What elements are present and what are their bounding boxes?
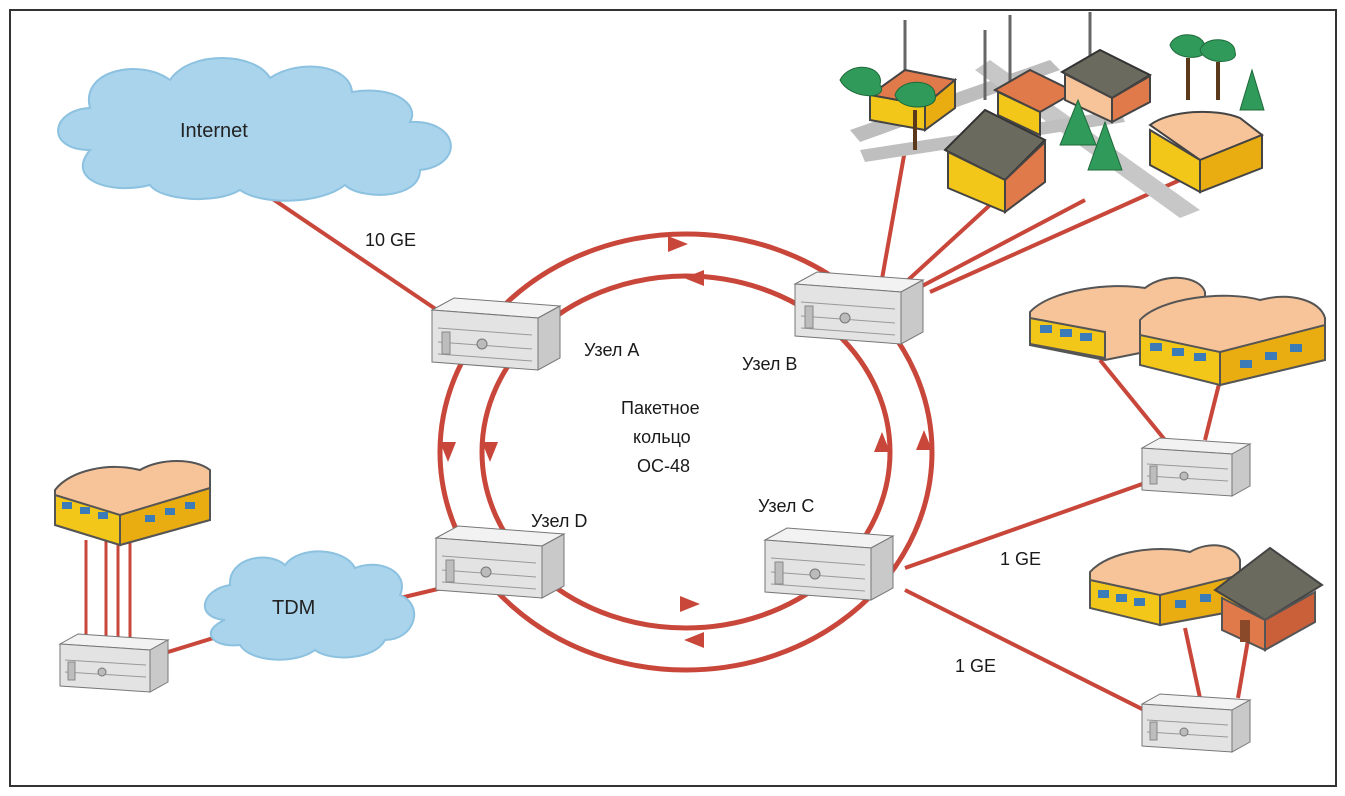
ring-arrow xyxy=(684,270,704,286)
packet-ring xyxy=(437,231,935,673)
internet-cloud: Internet xyxy=(57,57,452,202)
links-left-building-device xyxy=(84,540,132,638)
node-c-label: Узел C xyxy=(758,496,814,516)
link-node-c-site2 xyxy=(904,588,1149,714)
village-cluster xyxy=(839,12,1265,218)
tdm-cloud: TDM xyxy=(204,550,416,661)
access-device-site2 xyxy=(1141,693,1251,753)
ring-arrow xyxy=(874,432,890,452)
ring-arrow xyxy=(482,442,498,462)
ring-label-line2: кольцо xyxy=(633,427,691,447)
links-site1-buildings xyxy=(1098,358,1222,442)
node-b-label: Узел B xyxy=(742,354,797,374)
link-internet-node-a xyxy=(250,183,442,314)
node-a-label: Узел A xyxy=(584,340,639,360)
node-a-device xyxy=(431,297,561,371)
ring-arrow xyxy=(440,442,456,462)
link-label-10ge: 10 GE xyxy=(365,230,416,250)
link-tdm-device xyxy=(167,634,221,654)
ring-arrow xyxy=(668,236,688,252)
node-d-device xyxy=(435,525,565,599)
office-building-left xyxy=(54,460,211,547)
node-d-label: Узел D xyxy=(531,511,587,531)
ring-label-line1: Пакетное xyxy=(621,398,700,418)
link-node-d-tdm xyxy=(399,586,443,600)
tdm-label: TDM xyxy=(272,597,315,619)
link-label-1ge-lower: 1 GE xyxy=(955,656,996,676)
ring-arrow xyxy=(684,632,704,648)
ring-arrow xyxy=(680,596,700,612)
node-b-device xyxy=(794,271,924,345)
node-c-device xyxy=(764,527,894,601)
link-node-c-site1 xyxy=(904,480,1149,570)
ring-arrow xyxy=(916,430,932,450)
access-device-left xyxy=(59,633,169,693)
office-buildings-site1 xyxy=(1029,276,1326,387)
link-label-1ge-upper: 1 GE xyxy=(1000,549,1041,569)
internet-label: Internet xyxy=(180,120,248,142)
links-node-b-village xyxy=(878,149,1181,297)
office-buildings-site2 xyxy=(1089,544,1324,652)
access-device-site1 xyxy=(1141,437,1251,497)
ring-label-line3: OC-48 xyxy=(637,456,690,476)
links-site2-buildings xyxy=(1183,627,1250,699)
